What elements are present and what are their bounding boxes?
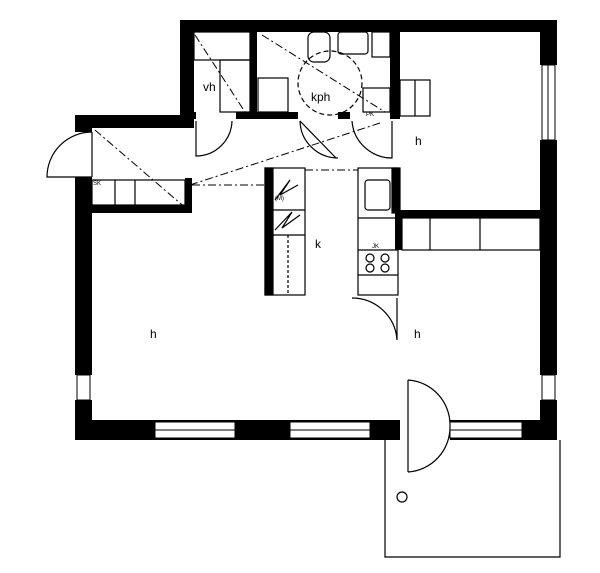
wall-left — [75, 115, 92, 440]
room-label-vh: vh — [203, 80, 216, 94]
wall-kph-right — [390, 32, 400, 117]
wall-top-left — [75, 115, 194, 128]
wall-closet-h — [400, 210, 540, 218]
wall-upper-left — [180, 20, 194, 118]
fixture-label-m: (M) — [275, 196, 284, 202]
walls — [75, 20, 557, 440]
room-label-k: k — [315, 237, 322, 251]
wall-bath-bottom — [194, 112, 400, 119]
wall-vh-kph — [250, 32, 257, 117]
room-label-kph: kph — [311, 90, 330, 104]
kitchen-counter — [357, 167, 401, 296]
fixture-label-py: PY — [258, 112, 266, 118]
balcony — [384, 440, 561, 558]
wall-entry-closet-r — [185, 178, 192, 213]
doors — [46, 120, 451, 473]
room-label-h-living: h — [150, 327, 157, 341]
kitchen-island — [264, 167, 306, 296]
windows — [76, 64, 556, 439]
room-label-h-bedroom: h — [414, 327, 421, 341]
fixture-label-jk: JK — [372, 244, 379, 250]
fixture-label-sk: SK — [93, 181, 101, 187]
wall-top-upper — [180, 20, 557, 32]
wall-entry-closet — [92, 205, 192, 213]
fixture-label-pk: PK — [366, 112, 374, 118]
room-labels: vh kph h k h h SK PY PK (M) JK — [93, 80, 422, 341]
bathroom-fixtures — [257, 31, 391, 116]
room-label-h-top-right: h — [415, 134, 422, 148]
axis-lines — [94, 34, 386, 211]
closets — [91, 31, 541, 251]
